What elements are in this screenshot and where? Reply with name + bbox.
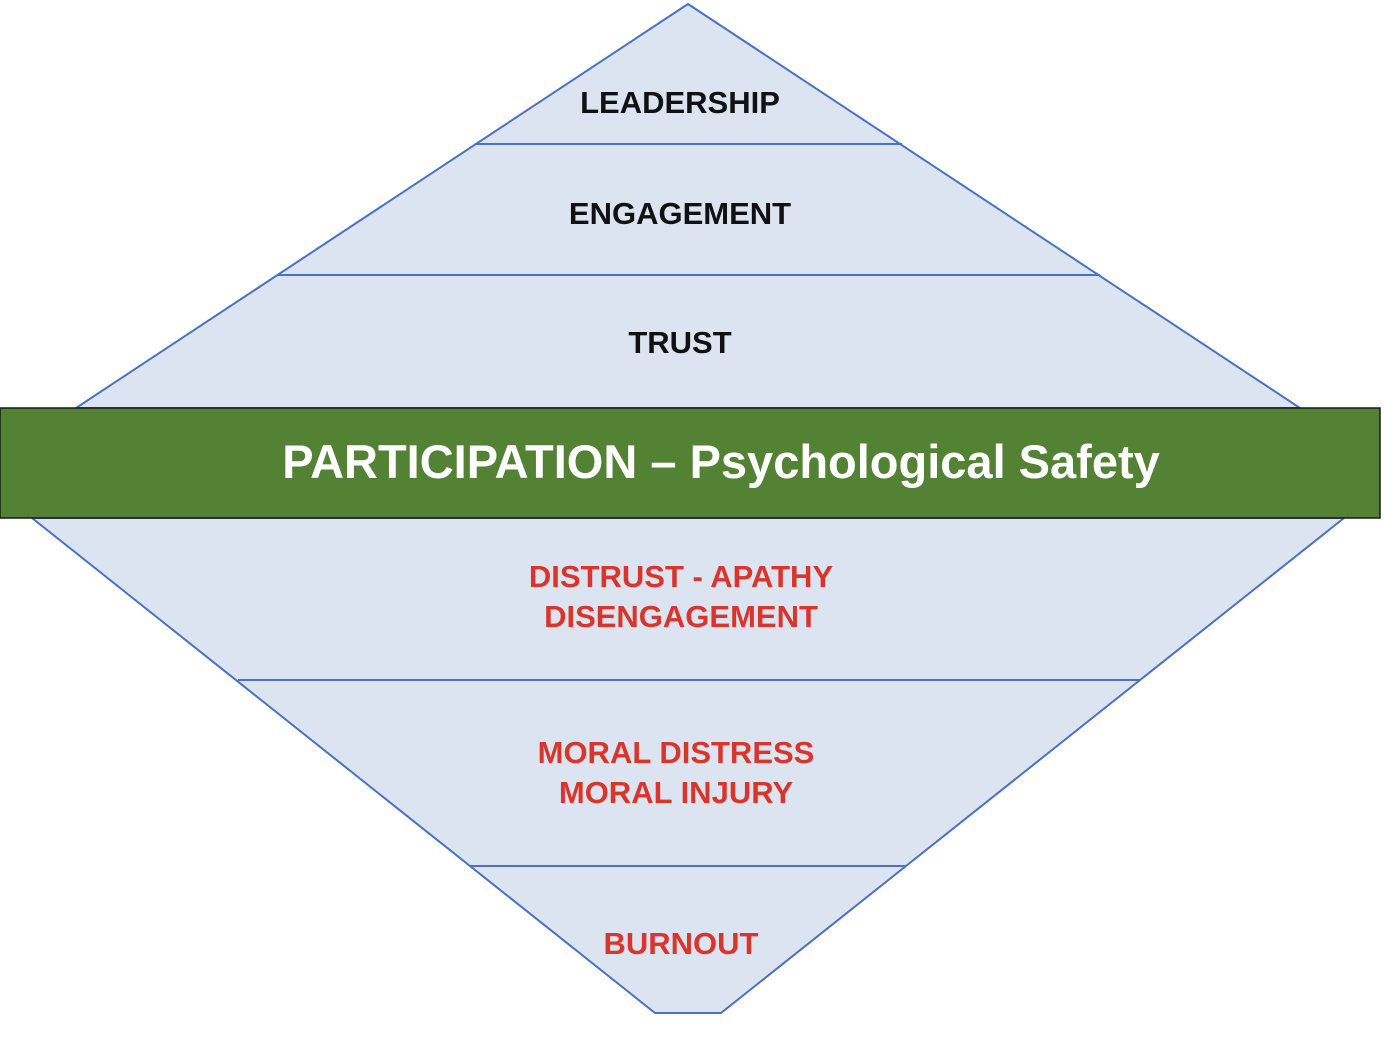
level-engagement: ENGAGEMENT bbox=[569, 196, 791, 231]
level-leadership: LEADERSHIP bbox=[580, 85, 780, 120]
level-trust: TRUST bbox=[628, 325, 731, 360]
level-moral-distress: MORAL DISTRESS bbox=[538, 735, 815, 770]
level-burnout: BURNOUT bbox=[604, 926, 759, 961]
level-moral-injury: MORAL INJURY bbox=[559, 775, 794, 810]
participation-band bbox=[0, 407, 1381, 519]
level-distrust-apathy: DISTRUST - APATHY bbox=[529, 559, 834, 594]
level-disengagement: DISENGAGEMENT bbox=[544, 599, 818, 634]
participation-label: PARTICIPATION – Psychological Safety bbox=[282, 435, 1160, 488]
